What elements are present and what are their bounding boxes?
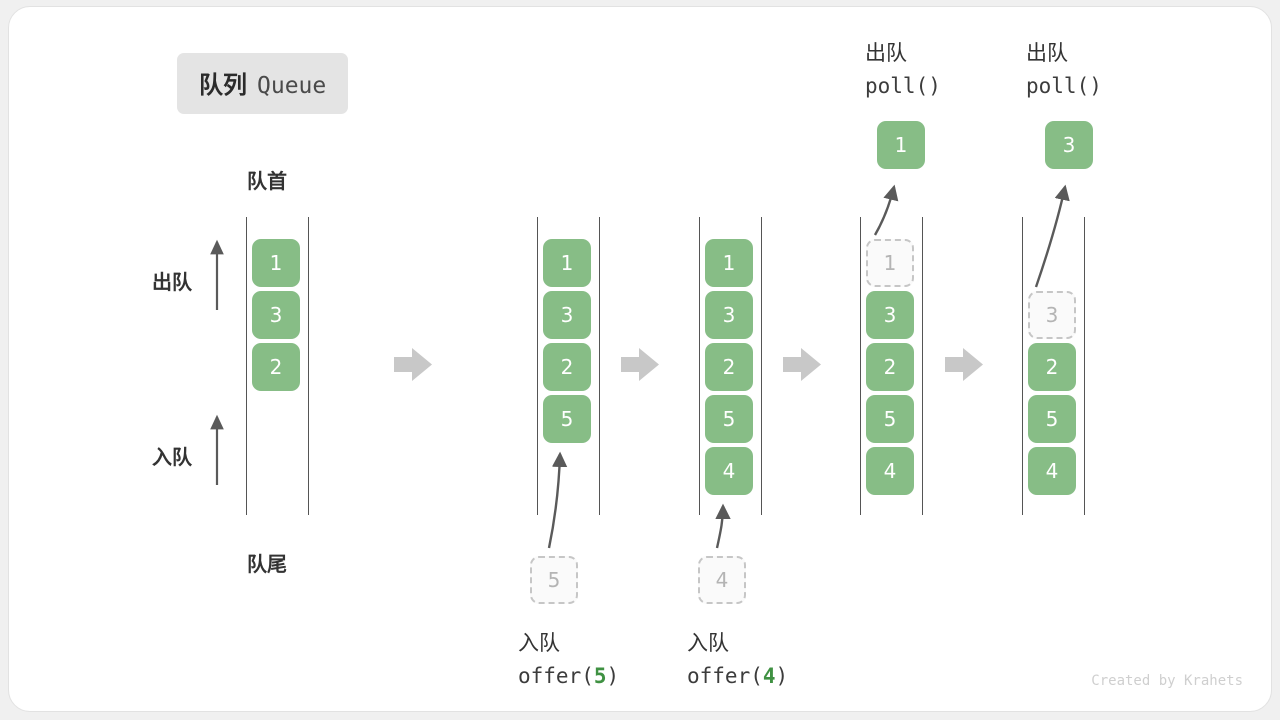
queue-rail-right-2 bbox=[599, 217, 600, 515]
queue-rail-right-5 bbox=[1084, 217, 1085, 515]
credit-text: Created by Krahets bbox=[1091, 673, 1243, 689]
operation-label-poll-3: 出队 poll() bbox=[1026, 37, 1102, 98]
operation-label-offer-4: 入队 offer(4) bbox=[687, 627, 788, 688]
curved-arrow-icon-poll-3 bbox=[1034, 184, 1070, 288]
label-front: 队首 bbox=[247, 169, 287, 193]
queue-cell: 3 bbox=[252, 291, 300, 339]
diagram-title-badge: 队列 Queue bbox=[177, 53, 349, 114]
queue-rail-right-4 bbox=[922, 217, 923, 515]
operation-cn: 入队 bbox=[687, 631, 729, 655]
operation-cn: 入队 bbox=[518, 631, 560, 655]
label-enqueue: 入队 bbox=[152, 445, 192, 469]
queue-rail-right-1 bbox=[308, 217, 309, 515]
operation-cn: 出队 bbox=[1026, 41, 1068, 65]
right-block-arrow-icon bbox=[394, 348, 432, 381]
queue-rail-left-1 bbox=[246, 217, 247, 515]
curved-arrow-icon-offer-5 bbox=[547, 451, 568, 549]
queue-cell-new: 4 bbox=[705, 447, 753, 495]
queue-cell: 1 bbox=[543, 239, 591, 287]
operation-code: poll() bbox=[1026, 74, 1102, 98]
queue-cell: 2 bbox=[866, 343, 914, 391]
operation-label-offer-5: 入队 offer(5) bbox=[518, 627, 619, 688]
queue-cell: 1 bbox=[252, 239, 300, 287]
operation-code: offer(4) bbox=[687, 664, 789, 688]
queue-cell: 4 bbox=[1028, 447, 1076, 495]
queue-cell: 5 bbox=[705, 395, 753, 443]
right-block-arrow-icon bbox=[783, 348, 821, 381]
queue-cell: 2 bbox=[1028, 343, 1076, 391]
operation-code: offer(5) bbox=[518, 664, 620, 688]
queue-cell: 3 bbox=[543, 291, 591, 339]
ghost-cell-removed: 3 bbox=[1028, 291, 1076, 339]
queue-cell: 3 bbox=[866, 291, 914, 339]
title-en: Queue bbox=[257, 73, 327, 99]
polled-output-cell: 3 bbox=[1045, 121, 1093, 169]
queue-cell: 2 bbox=[543, 343, 591, 391]
ghost-cell-incoming: 5 bbox=[530, 556, 578, 604]
diagram-card: 队列 Queue 队首 队尾 出队 入队 1 3 2 1 3 2 5 5 入队 … bbox=[8, 6, 1272, 712]
queue-rail-left-5 bbox=[1022, 217, 1023, 515]
queue-cell: 4 bbox=[866, 447, 914, 495]
queue-cell: 5 bbox=[1028, 395, 1076, 443]
operation-code: poll() bbox=[865, 74, 941, 98]
queue-rail-left-2 bbox=[537, 217, 538, 515]
queue-cell: 2 bbox=[705, 343, 753, 391]
queue-rail-right-3 bbox=[761, 217, 762, 515]
queue-cell: 5 bbox=[866, 395, 914, 443]
label-rear: 队尾 bbox=[247, 552, 287, 576]
right-block-arrow-icon bbox=[945, 348, 983, 381]
polled-output-cell: 1 bbox=[877, 121, 925, 169]
title-cn: 队列 bbox=[199, 71, 247, 99]
queue-rail-left-4 bbox=[860, 217, 861, 515]
operation-cn: 出队 bbox=[865, 41, 907, 65]
right-block-arrow-icon bbox=[621, 348, 659, 381]
queue-cell: 2 bbox=[252, 343, 300, 391]
curved-arrow-icon-poll-1 bbox=[873, 184, 899, 236]
operation-label-poll-1: 出队 poll() bbox=[865, 37, 941, 98]
queue-rail-left-3 bbox=[699, 217, 700, 515]
queue-cell: 1 bbox=[705, 239, 753, 287]
curved-arrow-icon-offer-4 bbox=[715, 503, 731, 549]
label-dequeue: 出队 bbox=[152, 270, 192, 294]
ghost-cell-incoming: 4 bbox=[698, 556, 746, 604]
queue-cell-new: 5 bbox=[543, 395, 591, 443]
ghost-cell-removed: 1 bbox=[866, 239, 914, 287]
queue-cell: 3 bbox=[705, 291, 753, 339]
